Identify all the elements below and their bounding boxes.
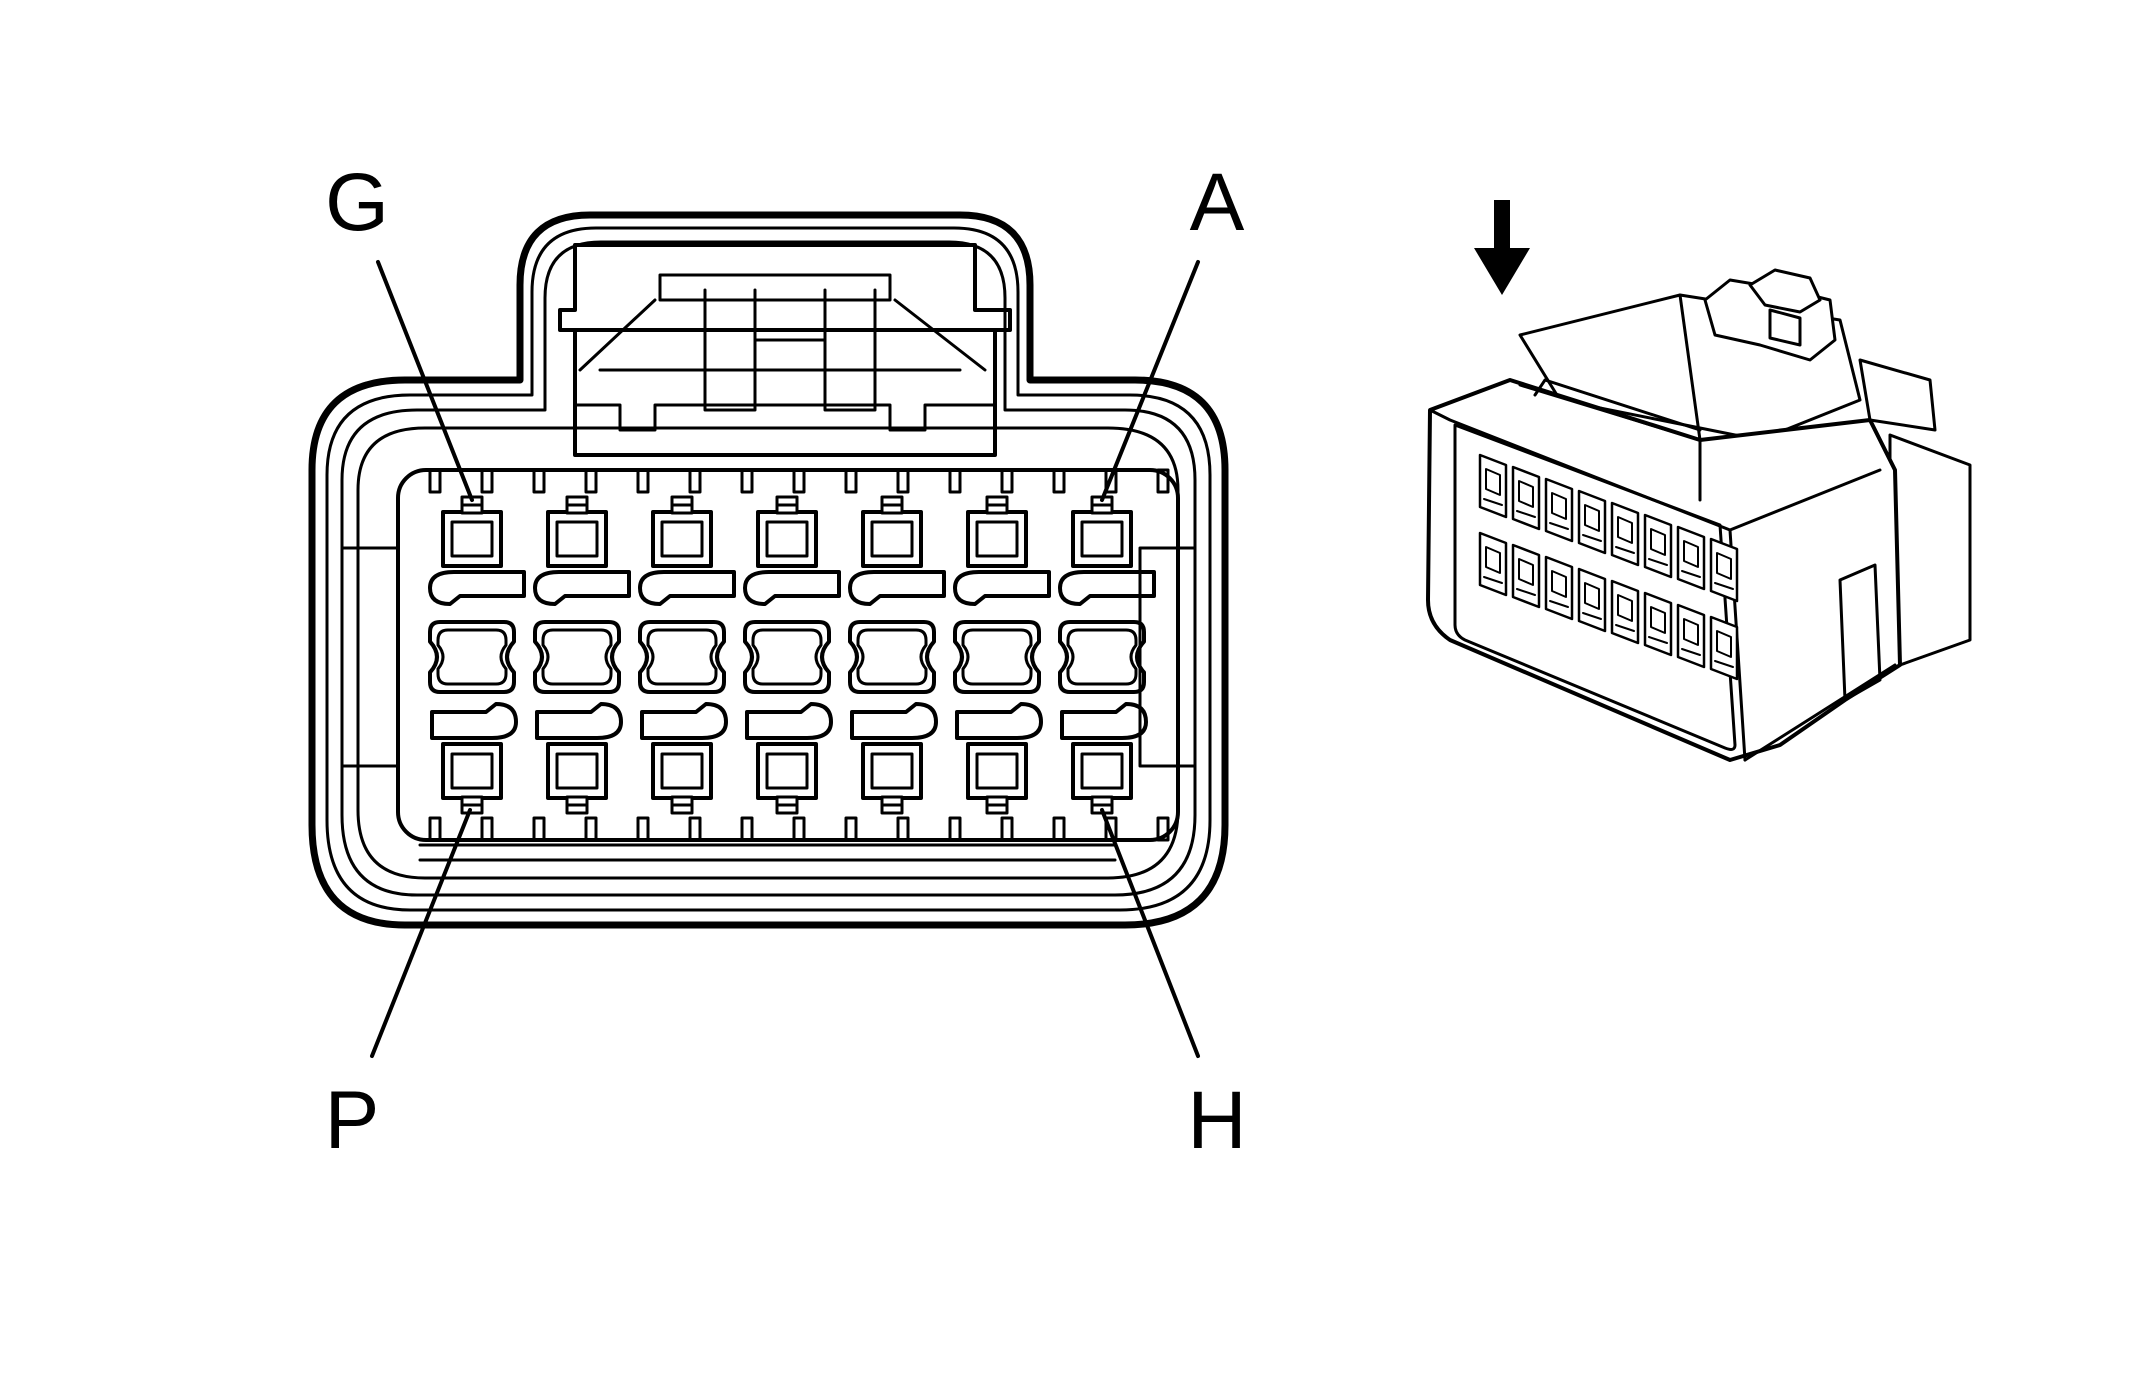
leader-line-h — [1100, 808, 1200, 1058]
cavity-top — [848, 495, 946, 606]
iso-cavity — [1709, 615, 1739, 681]
cavity-middle — [953, 620, 1041, 694]
rib-bottom — [792, 816, 806, 842]
cavity-middle — [428, 620, 516, 694]
iso-cavity — [1511, 465, 1541, 531]
rib-bottom — [1156, 816, 1170, 842]
cavity-middle — [638, 620, 726, 694]
rib-bottom — [1052, 816, 1066, 842]
iso-cavity — [1643, 591, 1673, 657]
iso-cavity — [1478, 531, 1508, 597]
rib-top — [636, 468, 650, 494]
rib-bottom — [428, 816, 442, 842]
cavity-row-top — [428, 495, 1156, 606]
iso-cavity — [1577, 567, 1607, 633]
pin-label-g: G — [325, 157, 389, 248]
rib-bottom — [636, 816, 650, 842]
rib-bottom — [1104, 816, 1118, 842]
cavity-bottom — [1060, 702, 1148, 815]
isometric-cavity-grid — [1478, 453, 1739, 681]
cavity-row-middle — [428, 620, 1146, 694]
cavity-middle — [848, 620, 936, 694]
rib-top — [1104, 468, 1118, 494]
cavity-top — [428, 495, 526, 606]
cavity-bottom — [850, 702, 938, 815]
cavity-middle — [1058, 620, 1146, 694]
cavity-middle — [743, 620, 831, 694]
iso-cavity — [1577, 489, 1607, 555]
rib-top — [428, 468, 442, 494]
iso-cavity — [1544, 477, 1574, 543]
rib-bottom — [896, 816, 910, 842]
rib-top — [480, 468, 494, 494]
rib-top — [844, 468, 858, 494]
rib-top — [532, 468, 546, 494]
pin-label-p: P — [325, 1075, 380, 1166]
cavity-bottom — [430, 702, 518, 815]
rib-top — [792, 468, 806, 494]
rib-top — [1052, 468, 1066, 494]
cavity-field-ribs — [428, 468, 1170, 842]
rib-bottom — [948, 816, 962, 842]
iso-cavity — [1544, 555, 1574, 621]
leader-line-p — [370, 808, 472, 1058]
rib-top — [896, 468, 910, 494]
connector-housing — [308, 211, 1229, 929]
iso-cavity — [1676, 525, 1706, 591]
rib-bottom — [740, 816, 754, 842]
rib-top — [740, 468, 754, 494]
cavity-bottom — [955, 702, 1043, 815]
pin-label-a: A — [1190, 157, 1245, 248]
cavity-row-bottom — [430, 702, 1148, 815]
rib-bottom — [480, 816, 494, 842]
connector-face-view: G A P H — [308, 157, 1247, 1166]
iso-cavity — [1643, 513, 1673, 579]
pin-leader-lines — [370, 260, 1200, 1058]
rib-top — [1156, 468, 1170, 494]
cavity-middle — [533, 620, 621, 694]
cavity-top — [743, 495, 841, 606]
iso-cavity — [1478, 453, 1508, 519]
rib-top — [688, 468, 702, 494]
connector-isometric-view — [1426, 268, 1972, 762]
pin-label-h: H — [1187, 1075, 1246, 1166]
rib-bottom — [584, 816, 598, 842]
leader-line-g — [376, 260, 474, 502]
cavity-top — [953, 495, 1051, 606]
cavity-bottom — [640, 702, 728, 815]
cavity-top — [638, 495, 736, 606]
cavity-bottom — [535, 702, 623, 815]
locking-latch — [558, 243, 1012, 457]
rib-bottom — [1000, 816, 1014, 842]
rib-bottom — [688, 816, 702, 842]
cavity-bottom — [745, 702, 833, 815]
rib-bottom — [844, 816, 858, 842]
arrow-down-icon — [1474, 200, 1530, 295]
cavity-top — [533, 495, 631, 606]
cavity-field — [396, 468, 1180, 842]
rib-bottom — [532, 816, 546, 842]
iso-cavity — [1610, 579, 1640, 645]
rib-top — [1000, 468, 1014, 494]
iso-cavity — [1676, 603, 1706, 669]
iso-cavity — [1709, 537, 1739, 603]
rib-top — [948, 468, 962, 494]
leader-line-a — [1100, 260, 1200, 502]
iso-cavity — [1610, 501, 1640, 567]
cavity-top — [1058, 495, 1156, 606]
iso-cavity — [1511, 543, 1541, 609]
rib-top — [584, 468, 598, 494]
